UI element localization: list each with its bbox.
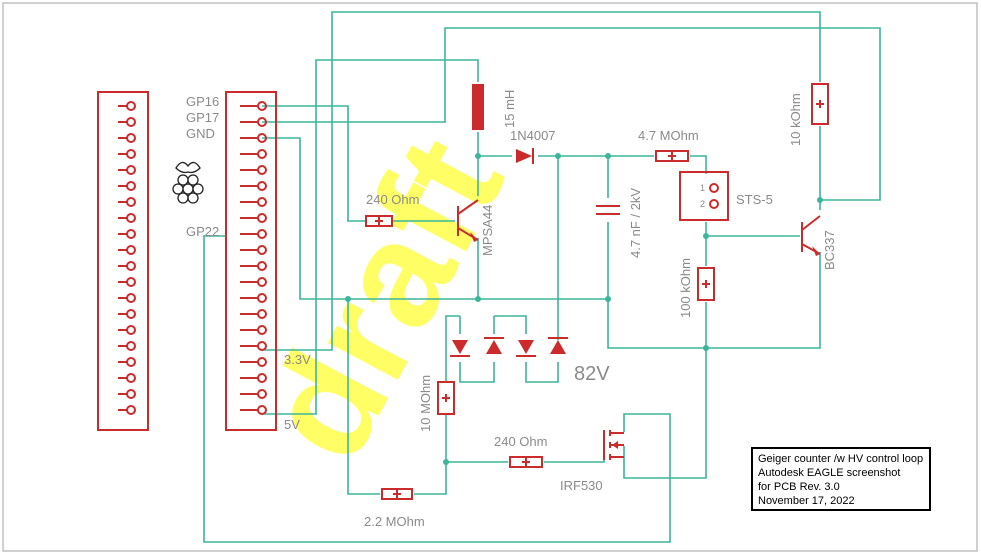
resistor-10k (811, 83, 829, 125)
title-block: Geiger counter /w HV control loop Autode… (751, 447, 931, 511)
zener-diode-chain (450, 337, 568, 357)
label-tube-pin2: 2 (700, 199, 705, 209)
label-mosfet: IRF530 (560, 478, 603, 493)
diode-1n4007 (516, 148, 534, 164)
label-5v: 5V (284, 417, 300, 432)
raspberry-pi-logo-icon (172, 161, 204, 204)
transistor-bc337 (801, 215, 821, 256)
resistor-10m (437, 381, 455, 415)
label-tube-pin1: 1 (700, 183, 705, 193)
label-q1: MPSA44 (480, 205, 495, 256)
label-gp22: GP22 (186, 224, 219, 239)
resistor-100k (697, 267, 715, 301)
transistor-mpsa44 (457, 199, 479, 242)
label-3v3: 3.3V (284, 352, 311, 367)
label-gp16: GP16 (186, 94, 219, 109)
right-header-connector (225, 91, 277, 431)
resistor-240-base (365, 215, 393, 227)
mosfet-irf530 (603, 430, 624, 460)
label-q2: BC337 (822, 230, 837, 270)
label-cap: 4.7 nF / 2kV (628, 188, 643, 258)
label-r-10k: 10 kOhm (788, 93, 803, 146)
label-r-gate: 240 Ohm (494, 434, 547, 449)
label-zener: 82V (574, 363, 610, 385)
title-block-line3: for PCB Rev. 3.0 (758, 481, 840, 493)
title-block-line4: November 17, 2022 (758, 495, 855, 507)
resistor-4m7 (655, 150, 689, 162)
label-r-100k: 100 kOhm (678, 258, 693, 318)
label-gp17: GP17 (186, 110, 219, 125)
inductor-15mh (472, 84, 484, 130)
left-header-connector (97, 91, 149, 431)
junctions (345, 153, 823, 465)
title-block-line2: Autodesk EAGLE screenshot (758, 467, 900, 479)
label-tube: STS-5 (736, 192, 773, 207)
title-block-line1: Geiger counter /w HV control loop (758, 453, 923, 465)
resistor-240-gate (509, 456, 543, 468)
tube-connector-sts5 (679, 171, 729, 221)
label-r-10m: 10 MOhm (418, 375, 433, 432)
label-diode: 1N4007 (510, 128, 556, 143)
capacitor-4n7 (596, 205, 620, 215)
label-r-base: 240 Ohm (366, 192, 419, 207)
label-r-2m2: 2.2 MOhm (364, 514, 425, 529)
resistor-2m2 (381, 488, 413, 500)
label-r-tube: 4.7 MOhm (638, 128, 699, 143)
label-inductor: 15 mH (502, 90, 517, 128)
label-gnd: GND (186, 126, 215, 141)
